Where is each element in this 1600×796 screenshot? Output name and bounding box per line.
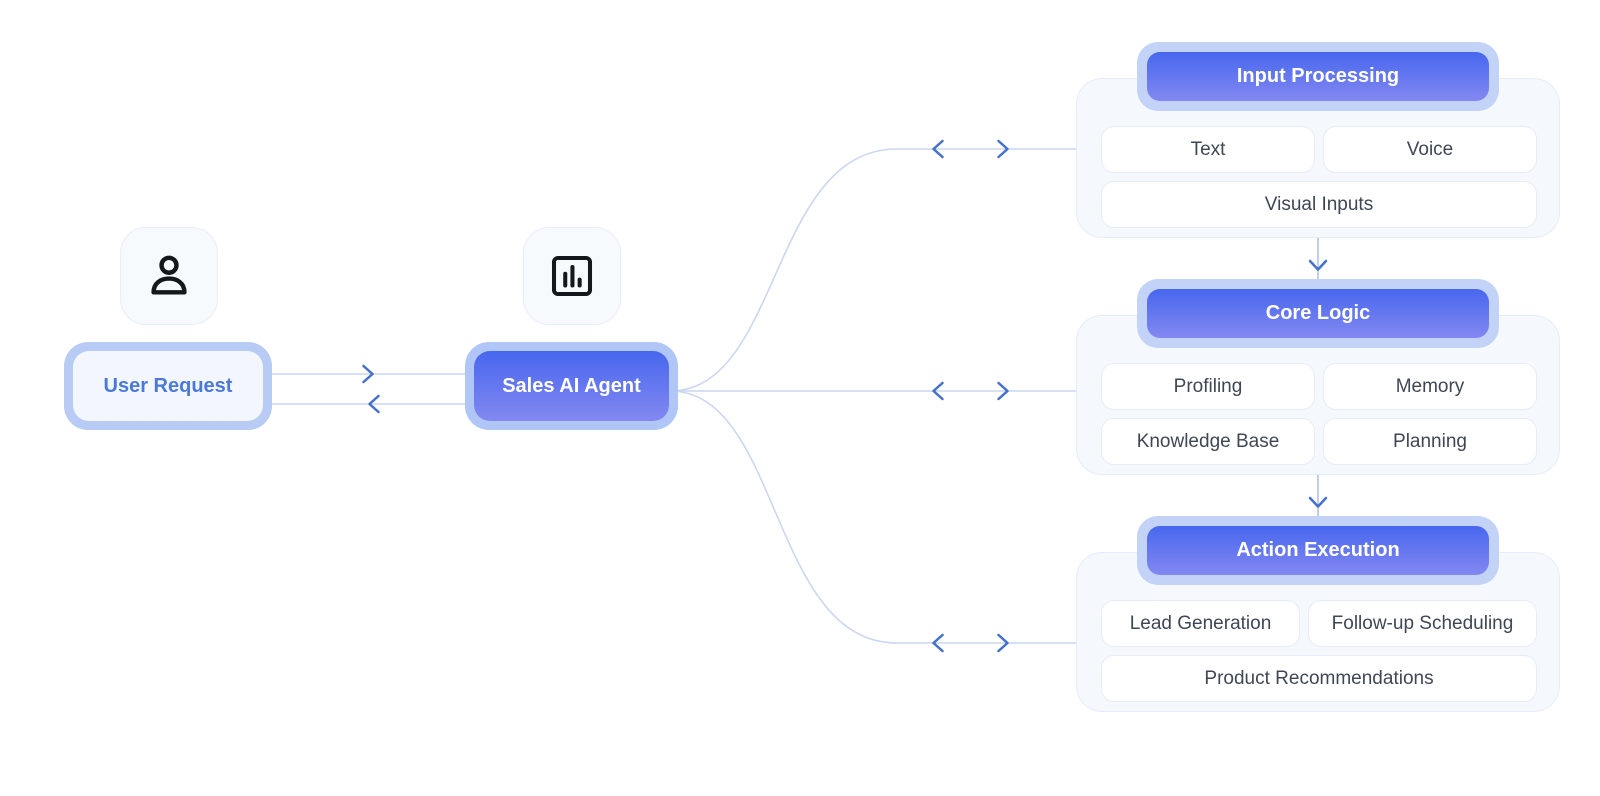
node-user-request-label: User Request <box>103 374 233 397</box>
item-visual-inputs: Visual Inputs <box>1101 181 1537 228</box>
group-core-logic-title: Core Logic <box>1147 289 1489 338</box>
group-action-execution-header: Action Execution <box>1137 516 1499 585</box>
item-knowledge-base: Knowledge Base <box>1101 418 1315 465</box>
node-user-request: User Request <box>64 342 272 430</box>
item-memory: Memory <box>1323 363 1537 410</box>
group-action-execution: Action Execution Lead Generation Follow-… <box>1076 516 1560 712</box>
group-input-processing-items: Text Voice Visual Inputs <box>1101 126 1537 228</box>
arrow-down-icon <box>1308 496 1328 508</box>
item-lead-generation: Lead Generation <box>1101 600 1300 647</box>
group-core-logic-items: Profiling Memory Knowledge Base Planning <box>1101 363 1537 465</box>
arrow-left-icon <box>932 381 944 401</box>
arrow-left-icon <box>368 394 380 414</box>
connector-agent-to-input-processing <box>669 148 1076 392</box>
group-input-processing-header: Input Processing <box>1137 42 1499 111</box>
arrow-left-icon <box>932 633 944 653</box>
arrow-down-icon <box>1308 259 1328 271</box>
group-action-execution-title: Action Execution <box>1147 526 1489 575</box>
group-core-logic: Core Logic Profiling Memory Knowledge Ba… <box>1076 279 1560 475</box>
arrow-left-icon <box>932 139 944 159</box>
person-icon <box>151 255 187 295</box>
arrow-right-icon <box>362 364 374 384</box>
item-planning: Planning <box>1323 418 1537 465</box>
agent-icon-box <box>523 227 621 325</box>
group-input-processing-title: Input Processing <box>1147 52 1489 101</box>
item-voice: Voice <box>1323 126 1537 173</box>
group-input-processing: Input Processing Text Voice Visual Input… <box>1076 42 1560 238</box>
item-profiling: Profiling <box>1101 363 1315 410</box>
item-follow-up-scheduling: Follow-up Scheduling <box>1308 600 1537 647</box>
node-sales-ai-agent: Sales AI Agent <box>465 342 678 430</box>
item-text: Text <box>1101 126 1315 173</box>
connector-agent-to-action-execution <box>669 390 1076 644</box>
user-icon-box <box>120 227 218 325</box>
item-product-recommendations: Product Recommendations <box>1101 655 1537 702</box>
arrow-right-icon <box>997 139 1009 159</box>
node-sales-ai-agent-label: Sales AI Agent <box>502 374 641 397</box>
group-action-execution-items: Lead Generation Follow-up Scheduling Pro… <box>1101 600 1537 702</box>
group-core-logic-header: Core Logic <box>1137 279 1499 348</box>
arrow-right-icon <box>997 381 1009 401</box>
bar-chart-icon <box>551 255 593 297</box>
arrow-right-icon <box>997 633 1009 653</box>
